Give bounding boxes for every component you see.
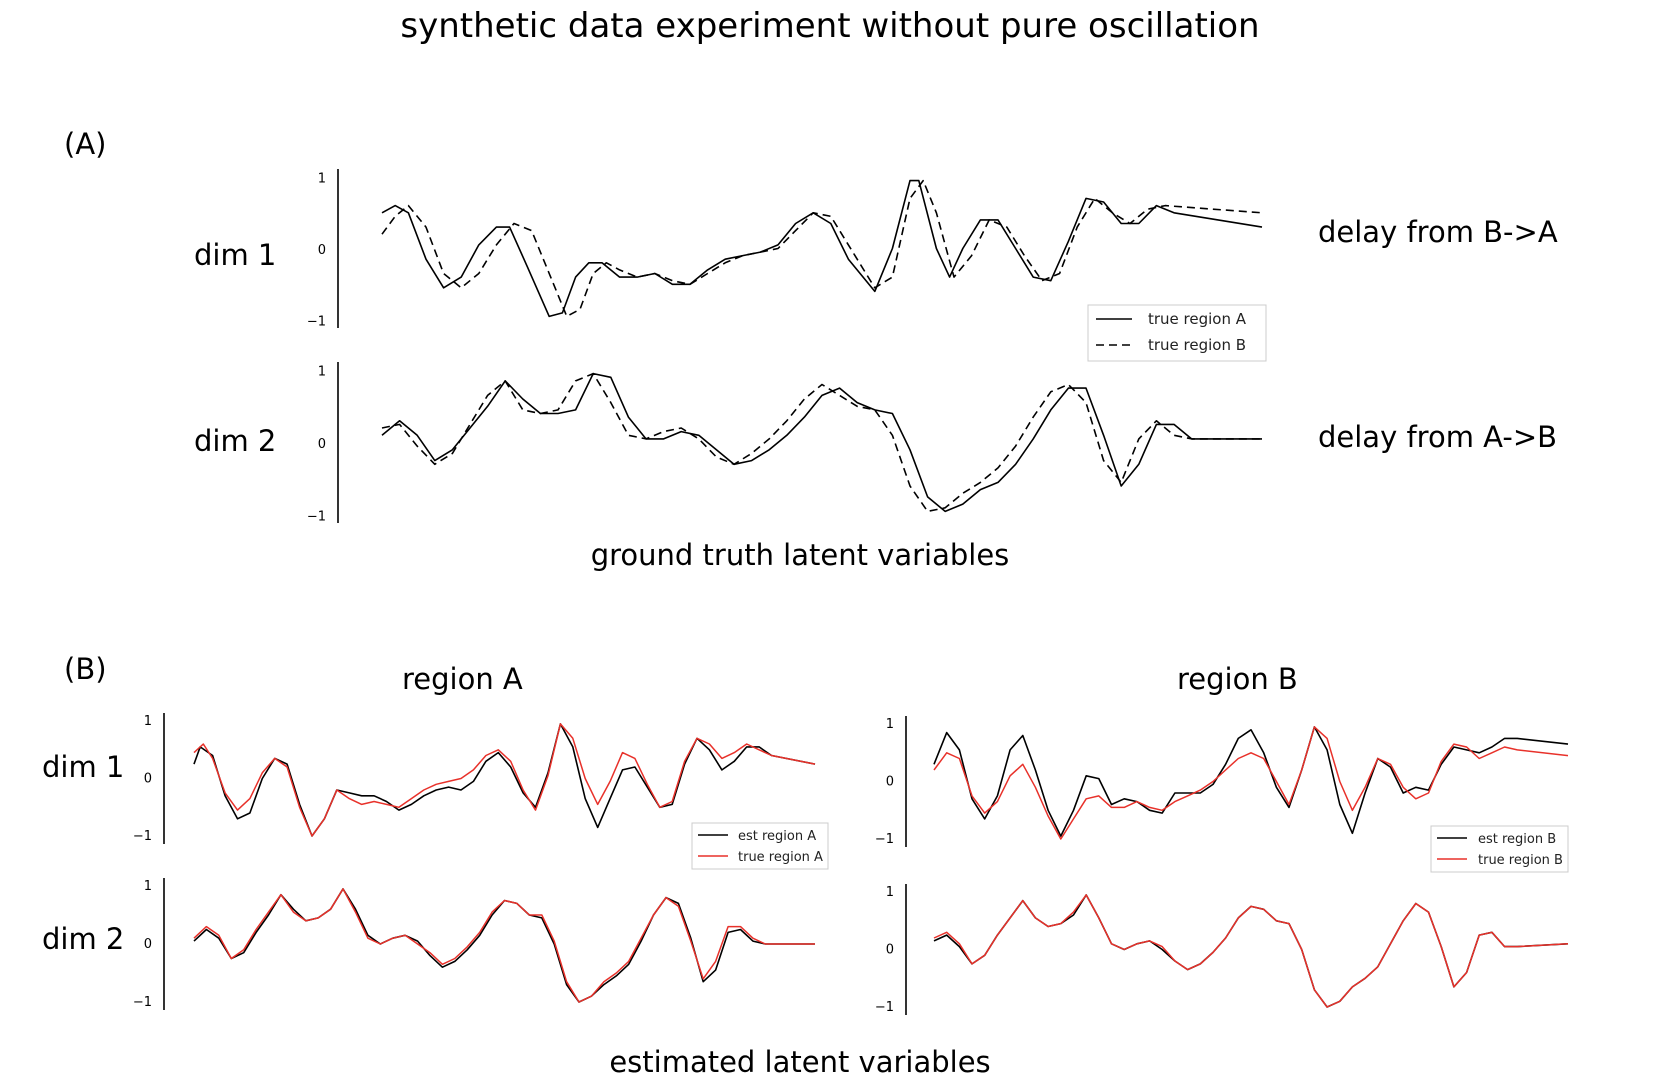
series-line-bB-dim2-0 <box>933 894 1569 1008</box>
y-tick-label-bB-dim2-neg1: −1 <box>875 1000 894 1015</box>
y-tick-label-a-dim1-0: 0 <box>318 243 326 258</box>
legend-region-b-frame <box>1430 825 1569 873</box>
legend-region-b-item-1: est region B <box>1478 832 1556 847</box>
panel-b-dim2-label: dim 2 <box>42 922 125 956</box>
plot-a-dim2: 1 0 −1 <box>307 362 1262 524</box>
series-line-bA-dim2-1 <box>193 888 815 1003</box>
plot-bB-dim2: 1 0 −1 <box>875 884 1569 1015</box>
legend-region-b-item-2: true region B <box>1478 853 1563 868</box>
legend-region-a-item-1: est region A <box>738 829 816 844</box>
legend-panel-a-item-2: true region B <box>1148 336 1246 354</box>
plot-bA-dim1: 1 0 −1 <box>133 713 816 844</box>
y-tick-label-a-dim1-neg1: −1 <box>307 314 326 329</box>
y-tick-label-bA-dim2-1: 1 <box>144 879 152 894</box>
y-tick-label-bA-dim1-1: 1 <box>144 714 152 729</box>
series-line-a-dim1-1 <box>381 179 1263 318</box>
legend-region-b: est region B true region B <box>1430 825 1569 873</box>
y-tick-label-a-dim1-1: 1 <box>318 171 326 186</box>
y-tick-label-bA-dim1-neg1: −1 <box>133 829 152 844</box>
y-tick-label-bB-dim1-neg1: −1 <box>875 832 894 847</box>
panel-b-caption: estimated latent variables <box>609 1045 991 1079</box>
y-tick-label-a-dim2-1: 1 <box>318 364 326 379</box>
panel-a-caption: ground truth latent variables <box>590 538 1010 572</box>
legend-region-a-frame <box>691 822 829 870</box>
dim1-delay-note: delay from B->A <box>1318 215 1558 249</box>
series-line-bA-dim1-0 <box>193 723 816 837</box>
panel-a-dim1-label: dim 1 <box>194 238 277 272</box>
series-line-a-dim2-1 <box>381 372 1262 513</box>
region-a-title: region A <box>402 662 523 696</box>
series-line-bA-dim2-0 <box>193 888 815 1003</box>
series-line-bA-dim1-1 <box>193 723 816 837</box>
legend-panel-a: true region A true region B <box>1087 304 1267 362</box>
series-line-bB-dim1-1 <box>933 726 1569 840</box>
legend-panel-a-frame <box>1087 304 1267 362</box>
y-tick-label-bB-dim1-0: 0 <box>886 775 894 790</box>
series-line-a-dim1-0 <box>381 179 1263 318</box>
plot-bB-dim1: 1 0 −1 <box>875 716 1569 847</box>
legend-region-a: est region A true region A <box>691 822 829 870</box>
y-tick-label-bA-dim2-neg1: −1 <box>133 995 152 1010</box>
panel-a-dim2-label: dim 2 <box>194 424 277 458</box>
plot-bA-dim2: 1 0 −1 <box>133 878 815 1010</box>
y-tick-label-bB-dim1-1: 1 <box>886 717 894 732</box>
panel-b-label: (B) <box>64 652 107 686</box>
y-tick-label-a-dim2-neg1: −1 <box>307 509 326 524</box>
y-tick-label-bA-dim1-0: 0 <box>144 772 152 787</box>
plot-a-dim1: 1 0 −1 <box>307 169 1263 329</box>
y-tick-label-a-dim2-0: 0 <box>318 437 326 452</box>
figure-title: synthetic data experiment without pure o… <box>400 6 1260 46</box>
legend-panel-a-item-1: true region A <box>1148 310 1247 328</box>
series-line-bB-dim2-1 <box>933 894 1569 1008</box>
panel-a-label: (A) <box>64 127 107 161</box>
y-tick-label-bA-dim2-0: 0 <box>144 937 152 952</box>
series-line-bB-dim1-0 <box>933 726 1569 837</box>
region-b-title: region B <box>1177 662 1298 696</box>
panel-b-dim1-label: dim 1 <box>42 750 125 784</box>
dim2-delay-note: delay from A->B <box>1318 420 1558 454</box>
legend-region-a-item-2: true region A <box>738 850 823 865</box>
y-tick-label-bB-dim2-1: 1 <box>886 885 894 900</box>
y-tick-label-bB-dim2-0: 0 <box>886 943 894 958</box>
